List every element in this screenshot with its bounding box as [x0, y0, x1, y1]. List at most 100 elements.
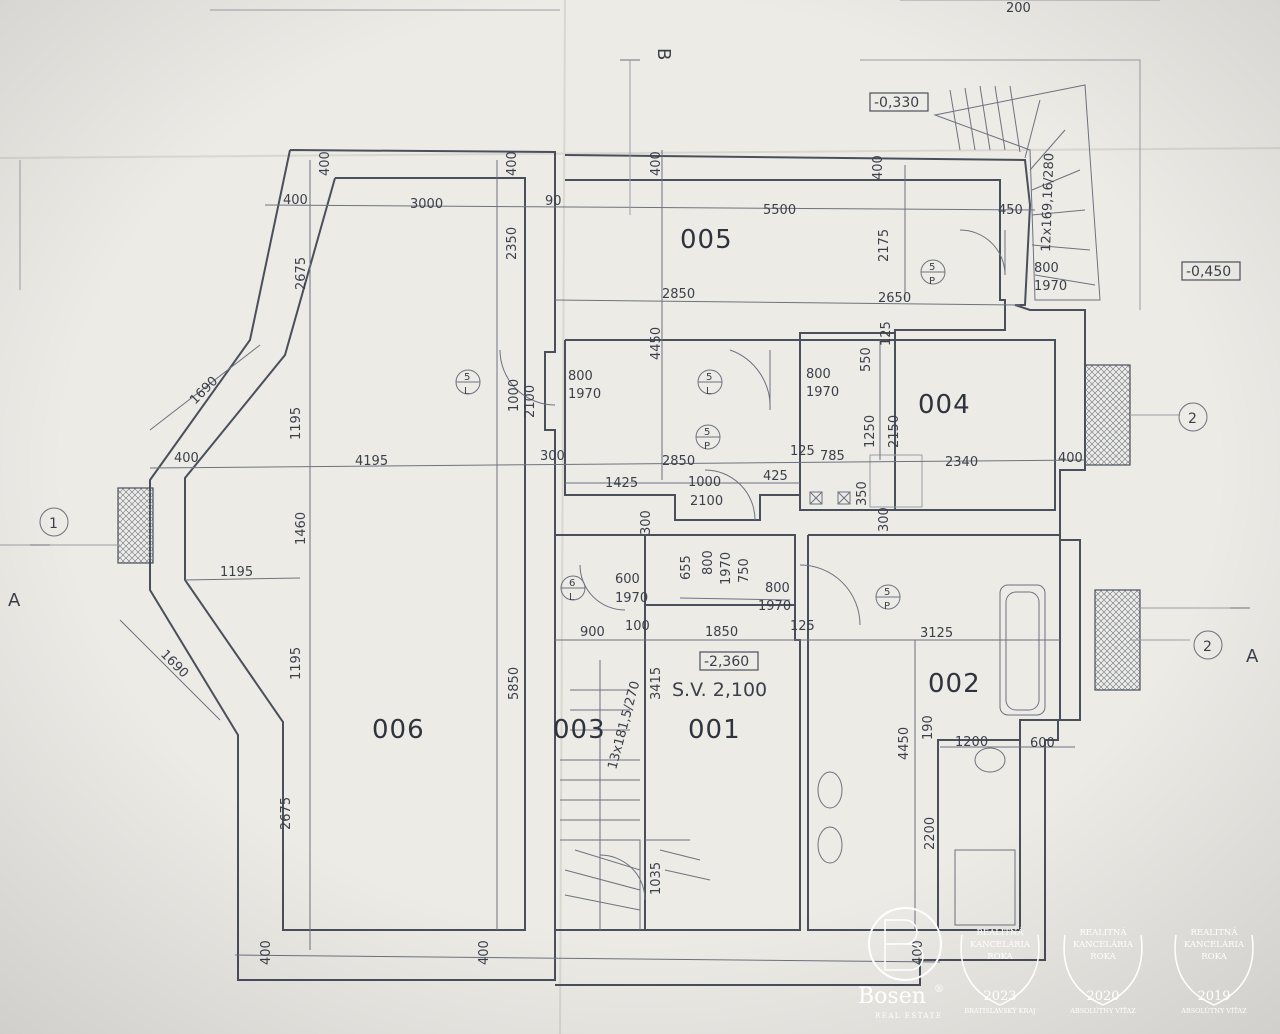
- window-left: [117, 487, 154, 564]
- label-dimensions-d400: 400: [871, 155, 886, 180]
- label-dimensions-d750: 750: [737, 558, 752, 583]
- label-dimensions-d300: 300: [639, 510, 654, 535]
- label-dimensions-d800: 800: [701, 550, 716, 575]
- label-dimensions-d1200: 1200: [955, 735, 988, 750]
- label-dimensions-d1195: 1195: [289, 407, 304, 440]
- label-dimensions-d5500: 5500: [763, 203, 796, 218]
- label-dimensions-d1425: 1425: [605, 476, 638, 491]
- label-dimensions-d3000: 3000: [410, 197, 443, 212]
- label-dimensions-d400: 400: [283, 193, 308, 208]
- label-dimensions-d2175: 2175: [877, 229, 892, 262]
- label-dimensions-d600: 600: [615, 572, 640, 587]
- label-awards-0-sub: BRATISLAVSKÝ KRAJ: [964, 1006, 1036, 1015]
- door-mark-number: 5: [704, 427, 710, 438]
- label-dimensions-d125: 125: [879, 321, 894, 346]
- level-label: -2,360: [704, 654, 749, 670]
- award-badge: REALITNÁ KANCELÁRIA ROKA 2023 BRATISLAVS…: [960, 926, 1040, 1015]
- level-label: -0,450: [1186, 264, 1231, 280]
- label-dimensions-d2350: 2350: [505, 227, 520, 260]
- door-mark-side: L: [706, 386, 712, 397]
- label-dimensions-d2850: 2850: [662, 454, 695, 469]
- label-awards-2-year: 2019: [1197, 989, 1230, 1004]
- award-badge: REALITNÁ KANCELÁRIA ROKA 2019 ABSOLÚTNY …: [1174, 926, 1254, 1015]
- label-awards-1-year: 2020: [1086, 989, 1119, 1004]
- label-dimensions-d190: 190: [921, 715, 936, 740]
- room-label-003: 003: [553, 715, 606, 745]
- label-dimensions-d400: 400: [318, 151, 333, 176]
- door-mark-number: 5: [929, 262, 935, 273]
- label-dimensions-d200: 200: [1006, 1, 1031, 16]
- label-dimensions-d125: 125: [790, 444, 815, 459]
- label-dimensions-d1250: 1250: [863, 415, 878, 448]
- gridline-number: 1: [49, 516, 58, 532]
- room-label-001: 001: [688, 715, 741, 745]
- label-dimensions-d300: 300: [877, 507, 892, 532]
- door-mark-number: 5: [464, 372, 470, 383]
- label-dimensions-d800: 800: [1034, 261, 1059, 276]
- room-label-005: 005: [680, 225, 733, 255]
- window-right-upper: [1084, 364, 1131, 466]
- label-dimensions-d1970: 1970: [758, 599, 791, 614]
- label-dimensions-d600: 600: [1030, 736, 1055, 751]
- label-dimensions-d300: 300: [540, 449, 565, 464]
- label-dimensions-d1000: 1000: [688, 475, 721, 490]
- label-dimensions-d1970: 1970: [1034, 279, 1067, 294]
- label-dimensions-d1195: 1195: [220, 565, 253, 580]
- label-dimensions-d2150: 2150: [887, 415, 902, 448]
- section-mark-b: B: [653, 48, 674, 60]
- label-awards-1-line3: ROKA: [1090, 952, 1116, 962]
- section-mark-a: A: [1246, 646, 1259, 667]
- award-badge: REALITNÁ KANCELÁRIA ROKA 2020 ABSOLÚTNY …: [1063, 926, 1143, 1015]
- label-dimensions-d400: 400: [477, 940, 492, 965]
- label-dimensions-d2340: 2340: [945, 455, 978, 470]
- label-dimensions-d1000: 1000: [507, 379, 522, 412]
- label-dimensions-d4195: 4195: [355, 454, 388, 469]
- label-dimensions-d1035: 1035: [649, 862, 664, 895]
- label-dimensions-d2850: 2850: [662, 287, 695, 302]
- door-mark-side: P: [929, 276, 935, 287]
- label-dimensions-d350: 350: [855, 481, 870, 506]
- door-mark-side: L: [464, 386, 470, 397]
- room-label-002: 002: [928, 669, 981, 699]
- label-awards-2-line3: ROKA: [1201, 952, 1227, 962]
- label-dimensions-d1970: 1970: [719, 552, 734, 585]
- bosen-logo-icon: [868, 907, 942, 981]
- label-dimensions-d4450: 4450: [649, 327, 664, 360]
- label-dimensions-d1970: 1970: [615, 591, 648, 606]
- label-dimensions-d425: 425: [763, 469, 788, 484]
- door-mark-number: 5: [884, 587, 890, 598]
- label-dimensions-d2200: 2200: [923, 817, 938, 850]
- label-dimensions-d100: 100: [625, 619, 650, 634]
- label-awards-0-line3: ROKA: [987, 952, 1013, 962]
- label-dimensions-d4450: 4450: [897, 727, 912, 760]
- door-mark-side: P: [884, 601, 890, 612]
- label-dimensions-d2675: 2675: [279, 797, 294, 830]
- label-dimensions-d655: 655: [679, 555, 694, 580]
- label-dimensions-d2100: 2100: [523, 385, 538, 418]
- label-dimensions-d5850: 5850: [507, 667, 522, 700]
- label-dimensions-d2650: 2650: [878, 291, 911, 306]
- label-awards-2-line2: KANCELÁRIA: [1184, 938, 1245, 950]
- gridline-number: 2: [1188, 411, 1197, 427]
- door-mark-number: 6: [569, 578, 575, 589]
- label-awards-2-line1: REALITNÁ: [1191, 926, 1239, 938]
- label-awards-0-line1: REALITNÁ: [977, 926, 1025, 938]
- bosen-logo: Bosen ® REAL ESTATE: [858, 907, 944, 1020]
- label-dimensions-d450: 450: [998, 203, 1023, 218]
- clear-height-label: S.V. 2,100: [672, 679, 767, 701]
- label-dimensions-d90: 90: [545, 194, 562, 209]
- brand-registered: ®: [934, 984, 944, 995]
- brand-tagline: REAL ESTATE: [875, 1012, 942, 1020]
- label-dimensions-d400: 400: [1058, 451, 1083, 466]
- label-awards-1-line2: KANCELÁRIA: [1073, 938, 1134, 950]
- gridline-number: 2: [1203, 639, 1212, 655]
- door-mark-side: P: [704, 441, 710, 452]
- brand-name: Bosen: [858, 984, 926, 1009]
- label-dimensions-d2675: 2675: [294, 257, 309, 290]
- label-dimensions-d400: 400: [174, 451, 199, 466]
- label-dimensions-d1195: 1195: [289, 647, 304, 680]
- label-dimensions-d400: 400: [649, 151, 664, 176]
- label-dimensions-d800: 800: [568, 369, 593, 384]
- label-dimensions-d1970: 1970: [568, 387, 601, 402]
